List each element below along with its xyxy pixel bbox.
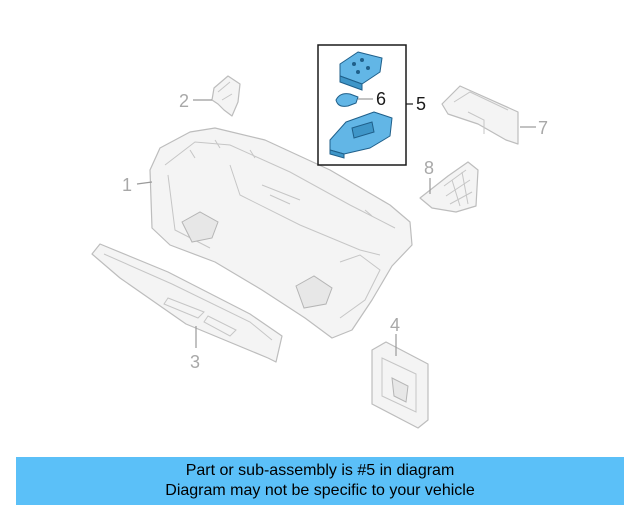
info-banner: Part or sub-assembly is #5 in diagram Di… xyxy=(16,457,624,505)
part-6-bulb xyxy=(335,93,359,107)
callout-2: 2 xyxy=(179,91,189,111)
part-8-mesh-bracket xyxy=(419,161,479,213)
callout-4: 4 xyxy=(390,315,400,335)
callout-3: 3 xyxy=(190,352,200,372)
callout-7: 7 xyxy=(538,118,548,138)
part-3-sill-strip xyxy=(91,243,283,363)
part-5-housing xyxy=(329,111,393,159)
callout-5: 5 xyxy=(416,94,426,114)
part-5-top-cover xyxy=(339,51,383,91)
banner-line-1: Part or sub-assembly is #5 in diagram xyxy=(185,462,455,479)
part-2-bracket xyxy=(211,75,241,117)
part-5-assembly xyxy=(317,44,407,166)
part-1-trim-panel xyxy=(149,127,413,339)
banner-line-2: Diagram may not be specific to your vehi… xyxy=(165,482,475,499)
part-7-bracket xyxy=(441,85,519,145)
callout-8: 8 xyxy=(424,158,434,178)
callout-1-leader xyxy=(136,181,153,185)
callout-6: 6 xyxy=(376,89,386,109)
assembly-5-frame xyxy=(317,44,407,166)
callout-1: 1 xyxy=(122,175,132,195)
part-4-side-panel xyxy=(371,341,429,429)
